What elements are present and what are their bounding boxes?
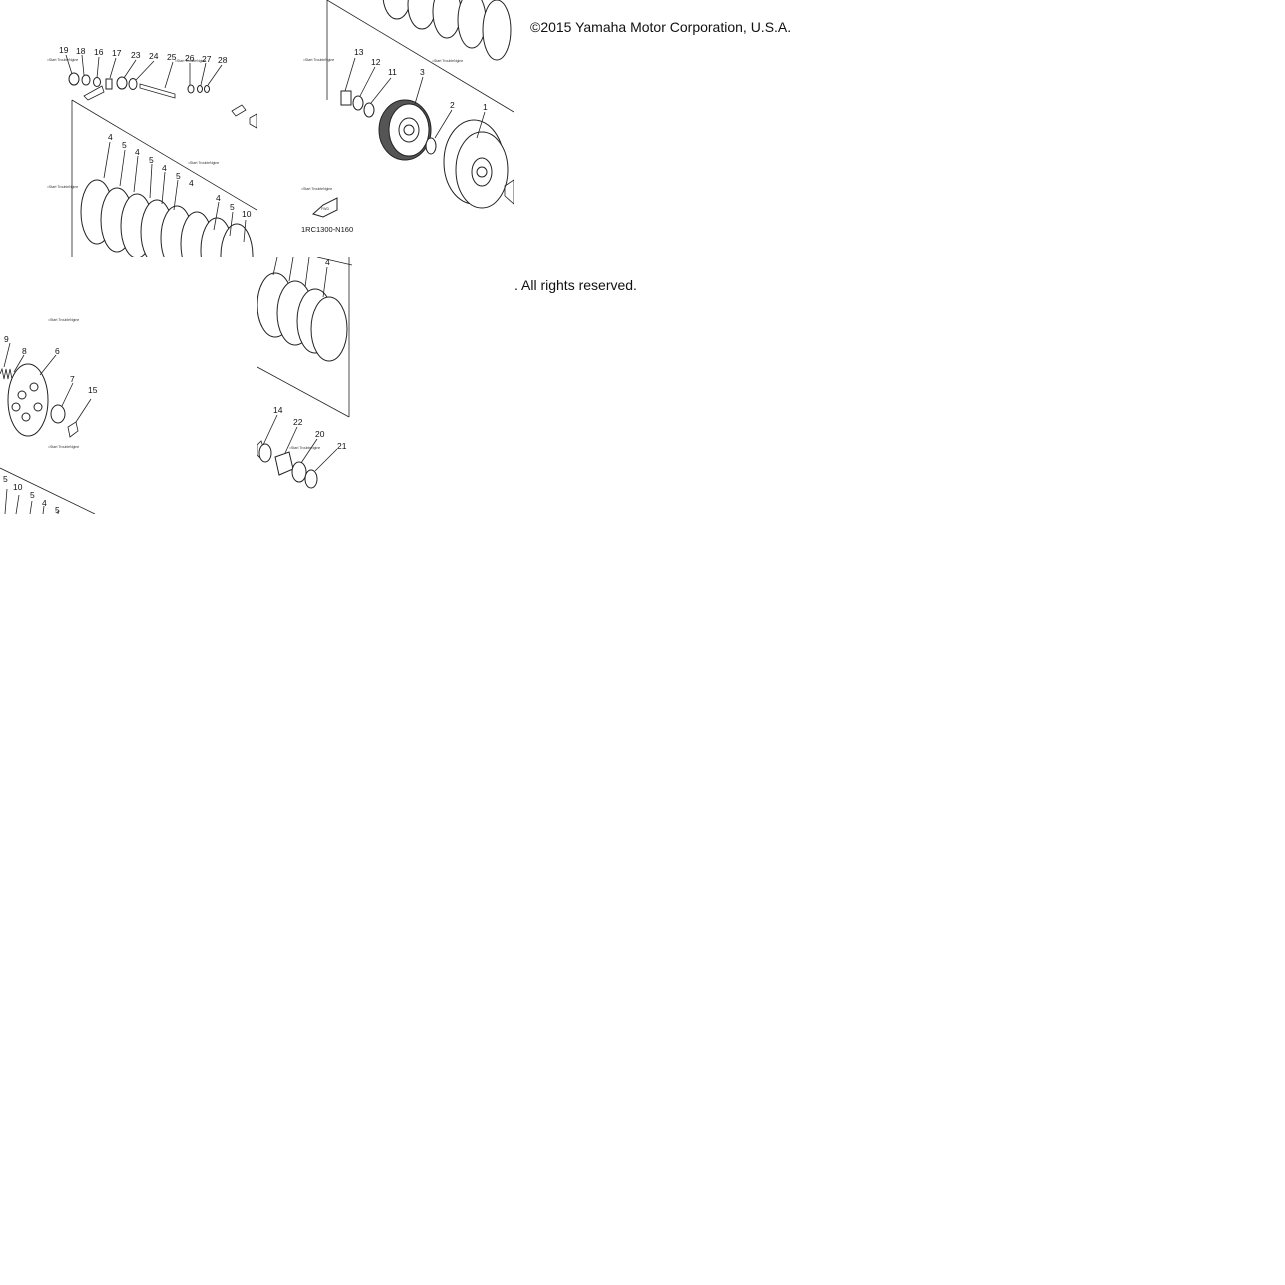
callout-27: 27 <box>202 54 212 64</box>
callout-26: 26 <box>185 53 195 63</box>
callout-4: 4 <box>108 132 113 142</box>
svg-text:=Start TroubleNgine: =Start TroubleNgine <box>289 446 320 450</box>
callout-7: 7 <box>70 374 75 384</box>
callout-4: 4 <box>216 193 221 203</box>
svg-text:=Start TroubleNgine: =Start TroubleNgine <box>301 187 332 191</box>
callout-22: 22 <box>293 417 303 427</box>
callout-20: 20 <box>315 429 325 439</box>
callout-23: 23 <box>131 50 141 60</box>
callout-4: 4 <box>325 257 330 267</box>
svg-text:=Start TroubleNgine: =Start TroubleNgine <box>303 58 334 62</box>
callout-5: 5 <box>30 490 35 500</box>
svg-text:=Start TroubleNgine: =Start TroubleNgine <box>432 59 463 63</box>
callout-28: 28 <box>218 55 228 65</box>
callout-18: 18 <box>76 46 86 56</box>
callout-11: 11 <box>388 67 397 77</box>
callout-8: 8 <box>22 346 27 356</box>
callout-16: 16 <box>94 47 104 57</box>
callout-4: 4 <box>42 498 47 508</box>
callout-1: 1 <box>483 102 488 112</box>
fwd-label: FWD <box>321 207 329 211</box>
callout-5: 5 <box>3 474 8 484</box>
clutch-parts-drawing-bottom-left: =Start TroubleNgine =Start TroubleNgine … <box>0 318 98 514</box>
callout-17: 17 <box>112 48 122 58</box>
callout-4: 4 <box>135 147 140 157</box>
callout-2: 2 <box>450 100 455 110</box>
diagram-tile-bottom-left: =Start TroubleNgine =Start TroubleNgine … <box>0 257 257 514</box>
svg-text:=Start TroubleNgine: =Start TroubleNgine <box>188 161 219 165</box>
callout-4: 4 <box>162 163 167 173</box>
callout-19: 19 <box>59 45 69 55</box>
callout-13: 13 <box>354 47 364 57</box>
callout-4: 4 <box>189 178 194 188</box>
callout-5: 5 <box>122 140 127 150</box>
callout-15: 15 <box>88 385 98 395</box>
diagram-tile-top-left: =Start TroubleNgine =Start TroubleNgine … <box>0 0 257 257</box>
diagram-tile-bottom-right: =Start TroubleNgine 4 14 22 20 21 <box>257 257 514 514</box>
callout-10: 10 <box>242 209 252 219</box>
svg-text:=Start TroubleNgine: =Start TroubleNgine <box>48 445 79 449</box>
callout-21: 21 <box>337 441 347 451</box>
clutch-parts-drawing-top-right: FWD 1RC1300-N160 =Start TroubleNgine =St… <box>301 0 514 234</box>
clutch-parts-drawing-bottom-right: =Start TroubleNgine 4 14 22 20 21 <box>257 257 353 489</box>
callout-24: 24 <box>149 51 159 61</box>
svg-text:=Start TroubleNgine: =Start TroubleNgine <box>47 58 78 62</box>
callout-9: 9 <box>4 334 9 344</box>
svg-text:=Start TroubleNgine: =Start TroubleNgine <box>48 318 79 322</box>
rights-text: . All rights reserved. <box>514 277 637 293</box>
callout-6: 6 <box>55 346 60 356</box>
callout-5: 5 <box>230 202 235 212</box>
clutch-parts-drawing-top-left: =Start TroubleNgine =Start TroubleNgine … <box>47 45 257 257</box>
svg-text:=Start TroubleNgine: =Start TroubleNgine <box>47 185 78 189</box>
svg-text:=Start TroubleNgine: =Start TroubleNgine <box>175 59 206 63</box>
callout-5: 5 <box>149 155 154 165</box>
callout-25: 25 <box>167 52 177 62</box>
figure-code: 1RC1300-N160 <box>301 225 353 234</box>
callout-10: 10 <box>13 482 23 492</box>
callout-5: 5 <box>176 171 181 181</box>
callout-14: 14 <box>273 405 283 415</box>
callout-5: 5 <box>55 505 60 514</box>
callout-12: 12 <box>371 57 381 67</box>
copyright-text: ©2015 Yamaha Motor Corporation, U.S.A. <box>530 19 792 35</box>
callout-3: 3 <box>420 67 425 77</box>
diagram-tile-top-right: FWD 1RC1300-N160 =Start TroubleNgine =St… <box>257 0 514 257</box>
